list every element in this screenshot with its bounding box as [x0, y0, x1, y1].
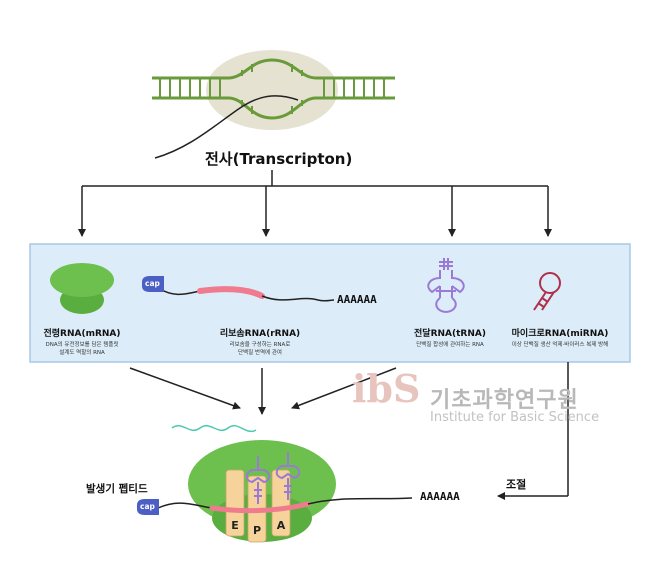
poly-a-bottom: AAAAAA: [420, 490, 460, 503]
mirna-desc: 이상 단백질 생산 억제·바이러스 복제 방해: [504, 341, 616, 349]
mrna-through-ribosome: [157, 497, 413, 514]
nascent-peptide-chain: [171, 425, 257, 433]
mirna-hairpin-icon: [533, 272, 561, 311]
trna-desc: 단백질 합성에 관여하는 RNA: [400, 341, 500, 349]
nascent-peptide-label: 발생기 펩티드: [86, 483, 148, 495]
mrna-desc-line2: 설계도 역할의 RNA: [59, 350, 105, 356]
regulation-label: 조절: [506, 478, 527, 491]
converge-arrows: [129, 367, 397, 415]
transcription-title: 전사(Transcripton): [205, 150, 353, 168]
cap-bottom-shape: [137, 499, 159, 515]
cap-top-shape: [142, 276, 164, 292]
mirna-label: 마이크로RNA(miRNA): [511, 329, 609, 339]
mrna-desc-line1: DNA의 유전정보를 담은 템플릿: [45, 342, 119, 348]
branch-arrows: [78, 170, 552, 237]
transcription-bubble: [206, 50, 338, 130]
rrna-desc-line1: 리보솜을 구성하는 RNA로: [229, 342, 291, 348]
rna-types-panel: [29, 243, 631, 363]
site-a-label: A: [276, 519, 286, 532]
site-e-label: E: [231, 519, 239, 532]
trna-label: 전달RNA(tRNA): [414, 329, 486, 339]
cap-bottom-label: cap: [140, 502, 155, 511]
ribosome-small-icon: [50, 263, 114, 314]
watermark-english: Institute for Basic Science: [430, 410, 600, 425]
rrna-desc-line2: 단백질 번역에 관여: [238, 350, 282, 356]
trna-desc-line1: 단백질 합성에 관여하는 RNA: [416, 342, 484, 348]
watermark-korean: 기초과학연구원: [430, 388, 579, 413]
ribosome-trnas: [245, 452, 301, 504]
rna-transcript-strand: [154, 95, 299, 159]
regulation-arrow: [497, 362, 569, 500]
rrna-desc: 리보솜을 구성하는 RNA로 단백질 번역에 관여: [200, 341, 320, 357]
site-p-label: P: [252, 524, 262, 537]
mrna-desc: DNA의 유전정보를 담은 템플릿 설계도 역할의 RNA: [32, 341, 132, 357]
poly-a-top: AAAAAA: [337, 293, 377, 306]
ibs-logo-watermark: ibS: [352, 366, 421, 411]
trna-icon: [427, 258, 465, 314]
cap-top-label: cap: [145, 279, 160, 288]
rrna-label: 리보솜RNA(rRNA): [219, 329, 301, 339]
mirna-desc-line1: 이상 단백질 생산 억제·바이러스 복제 방해: [511, 342, 609, 348]
mrna-label: 전령RNA(mRNA): [43, 329, 121, 339]
dna-helix: [152, 58, 395, 120]
